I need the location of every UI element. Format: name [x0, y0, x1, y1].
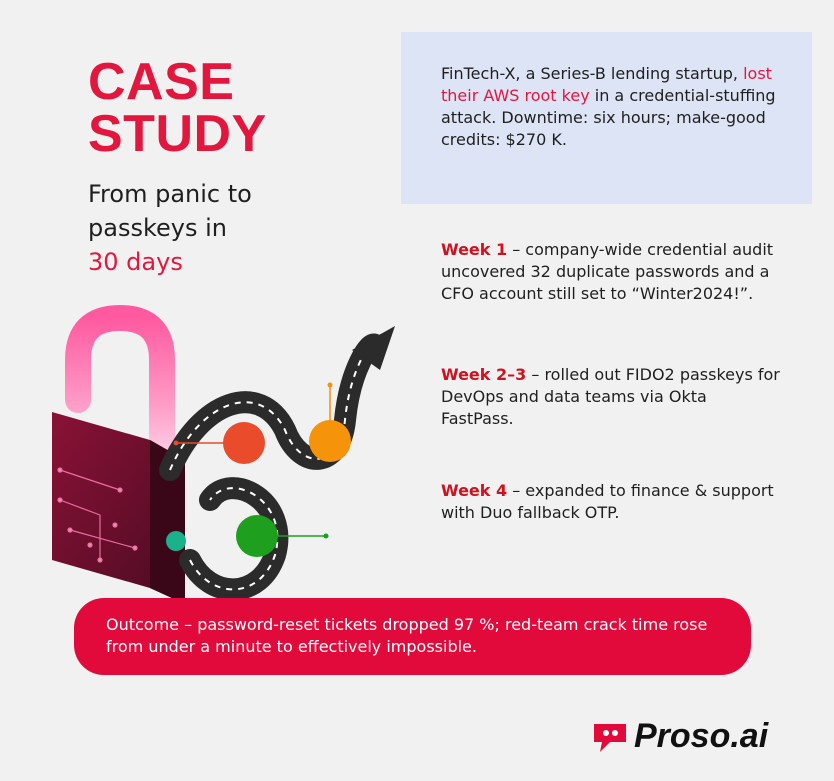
brand-name: Proso.ai — [634, 716, 769, 755]
week-4-text: – expanded to finance & support with Duo… — [441, 481, 774, 522]
timeline-week-4: Week 4 – expanded to finance & support w… — [441, 480, 781, 524]
brand-logo: Proso.ai — [590, 714, 768, 758]
proso-logo-icon — [594, 724, 626, 752]
summary-highlight: lost their AWS root key — [441, 64, 772, 105]
subtitle-line-3: 30 days — [88, 248, 183, 276]
subtitle: From panic to passkeys in 30 days — [88, 177, 252, 279]
milestone-markers — [166, 382, 351, 557]
summary-pre: FinTech-X, a Series-B lending startup, — [441, 64, 744, 83]
timeline-week-1: Week 1 – company-wide credential audit u… — [441, 239, 781, 305]
week-1-label: Week 1 — [441, 240, 508, 259]
case-study-title: CASE STUDY — [88, 56, 267, 160]
week-2-3-label: Week 2–3 — [441, 365, 527, 384]
subtitle-line-1: From panic to — [88, 180, 252, 208]
week-2-3-text: – rolled out FIDO2 passkeys for DevOps a… — [441, 365, 780, 428]
title-line-2: STUDY — [88, 105, 267, 163]
road-path-icon — [159, 326, 395, 601]
padlock-icon — [52, 304, 185, 604]
summary-post: in a credential-stuffing attack. Downtim… — [441, 86, 776, 149]
outcome-text: Outcome – password-reset tickets dropped… — [106, 615, 708, 656]
title-line-1: CASE — [88, 53, 235, 111]
summary-text: FinTech-X, a Series-B lending startup, l… — [441, 63, 781, 151]
summary-box — [401, 32, 812, 204]
timeline-week-2-3: Week 2–3 – rolled out FIDO2 passkeys for… — [441, 364, 781, 430]
week-4-label: Week 4 — [441, 481, 508, 500]
week-1-text: – company-wide credential audit uncovere… — [441, 240, 774, 303]
outcome-banner — [74, 598, 751, 675]
subtitle-line-2: passkeys in — [88, 214, 227, 242]
